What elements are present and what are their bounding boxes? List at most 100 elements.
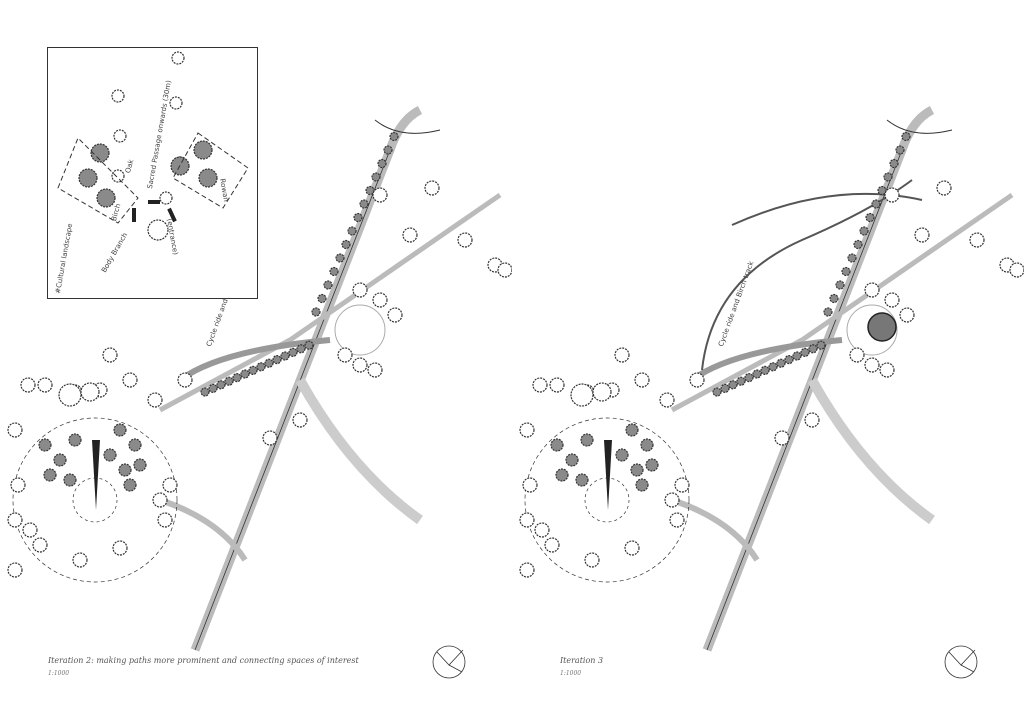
tree-symbol: [689, 372, 705, 388]
tree-symbol: [635, 478, 649, 492]
tree-symbol: [280, 351, 290, 361]
tree-symbol: [337, 347, 353, 363]
tree-symbol: [774, 430, 790, 446]
north-arrow-circle: [944, 645, 978, 679]
tree-symbol: [111, 89, 125, 103]
tree-symbol: [808, 344, 818, 354]
tree-symbol: [162, 477, 178, 493]
tree-symbol: [669, 512, 685, 528]
tree-symbol: [853, 239, 863, 250]
tree-symbol: [859, 226, 869, 236]
tree-symbol: [347, 226, 357, 236]
tree-symbol: [240, 369, 250, 379]
tree-symbol: [776, 358, 786, 368]
tree-symbol: [118, 463, 132, 477]
tree-symbol: [72, 552, 88, 568]
tree-symbol: [20, 377, 36, 393]
tree-symbol: [849, 347, 865, 363]
path: [178, 337, 331, 383]
new-path: [731, 192, 923, 226]
tree-symbol: [224, 376, 234, 386]
tree-symbol: [353, 212, 363, 223]
clearing-circle: [334, 304, 386, 356]
tree-symbol: [296, 344, 306, 354]
tree-symbol: [522, 477, 538, 493]
roundabout-arc: [886, 119, 953, 134]
tree-symbol: [102, 347, 118, 363]
tree-symbol: [193, 140, 213, 160]
tree-symbol: [823, 307, 833, 317]
tree-symbol: [800, 347, 810, 357]
tree-symbol: [147, 392, 163, 408]
tree-symbol: [264, 358, 274, 368]
north-arrow-circle: [432, 645, 466, 679]
tree-symbol: [248, 365, 258, 375]
tree-symbol: [372, 292, 388, 308]
tree-symbol: [7, 512, 23, 528]
tree-symbol: [103, 448, 117, 462]
tree-symbol: [216, 380, 226, 390]
sculpture-marker: [92, 440, 100, 510]
tree-symbol: [96, 188, 116, 208]
tree-symbol: [402, 227, 418, 243]
tree-symbol: [389, 131, 399, 142]
tree-symbol: [32, 537, 48, 553]
tree-symbol: [936, 180, 952, 196]
tree-symbol: [841, 266, 851, 277]
tree-symbol: [200, 387, 210, 397]
north-arrow-icon: [436, 649, 464, 673]
tree-symbol: [895, 145, 905, 155]
shaded-path: [295, 377, 423, 525]
tree-symbol: [835, 280, 845, 290]
bench: [132, 208, 136, 222]
tree-symbol: [804, 412, 820, 428]
tree-symbol: [768, 362, 778, 372]
tree-symbol: [519, 562, 535, 578]
tree-symbol: [359, 199, 369, 209]
tree-symbol: [292, 412, 308, 428]
tree-symbol: [884, 187, 900, 203]
dashed-circle-area: [524, 417, 690, 583]
tree-symbol: [877, 185, 887, 196]
tree-symbol: [969, 232, 985, 248]
tree-symbol: [317, 293, 327, 304]
tree-symbol: [387, 307, 403, 323]
tree-symbol: [256, 362, 266, 372]
tree-symbol: [208, 383, 218, 393]
tree-symbol: [177, 372, 193, 388]
tree-symbol: [784, 355, 794, 365]
tree-symbol: [113, 423, 127, 437]
tree-symbol: [198, 168, 218, 188]
tree-symbol: [884, 292, 900, 308]
tree-symbol: [7, 562, 23, 578]
sculpture-marker: [604, 440, 612, 510]
shaded-path: [807, 377, 935, 525]
tree-symbol: [424, 180, 440, 196]
tree-symbol: [555, 468, 569, 482]
tree-symbol: [720, 383, 730, 393]
tree-symbol: [565, 453, 579, 467]
tree-symbol: [519, 512, 535, 528]
tree-symbol: [288, 347, 298, 357]
tree-symbol: [570, 383, 594, 407]
tree-symbol: [615, 448, 629, 462]
tree-symbol: [372, 187, 388, 203]
tree-symbol: [534, 522, 550, 538]
tree-symbol: [871, 199, 881, 209]
bench: [148, 200, 160, 204]
new-path: [701, 179, 913, 371]
tree-symbol: [133, 458, 147, 472]
tree-symbol: [38, 438, 52, 452]
tree-symbol: [22, 522, 38, 538]
tree-symbol: [659, 392, 675, 408]
cross-road: [158, 192, 502, 413]
tree-symbol: [352, 357, 368, 373]
tree-symbol: [171, 51, 185, 65]
tree-symbol: [80, 382, 100, 402]
tree-symbol: [736, 376, 746, 386]
tree-symbol: [914, 227, 930, 243]
tree-symbol: [152, 492, 168, 508]
tree-symbol: [341, 239, 351, 250]
tree-symbol: [864, 357, 880, 373]
tree-symbol: [816, 340, 826, 350]
